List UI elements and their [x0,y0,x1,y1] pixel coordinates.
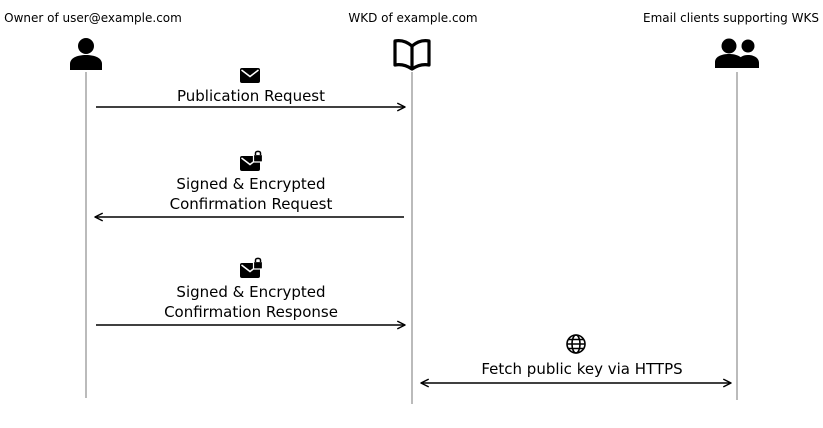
message-label-fetch-public-key: Fetch public key via HTTPS [481,360,682,378]
message-label-confirmation-request-line2: Confirmation Request [170,195,333,213]
actor-label-owner: Owner of user@example.com [4,11,182,25]
locked-envelope-icon [240,150,264,171]
open-book-icon [393,39,431,71]
actor-label-clients: Email clients supporting WKS [643,11,819,25]
people-icon [715,38,759,68]
message-label-confirmation-request-line1: Signed & Encrypted [176,175,325,193]
locked-envelope-icon [240,257,264,278]
actor-label-wkd: WKD of example.com [348,11,477,25]
globe-icon [566,334,586,354]
message-label-publication-request: Publication Request [177,87,325,105]
person-icon [70,38,102,70]
message-label-confirmation-response-line1: Signed & Encrypted [176,283,325,301]
envelope-icon [240,68,260,83]
message-label-confirmation-response-line2: Confirmation Response [164,303,338,321]
